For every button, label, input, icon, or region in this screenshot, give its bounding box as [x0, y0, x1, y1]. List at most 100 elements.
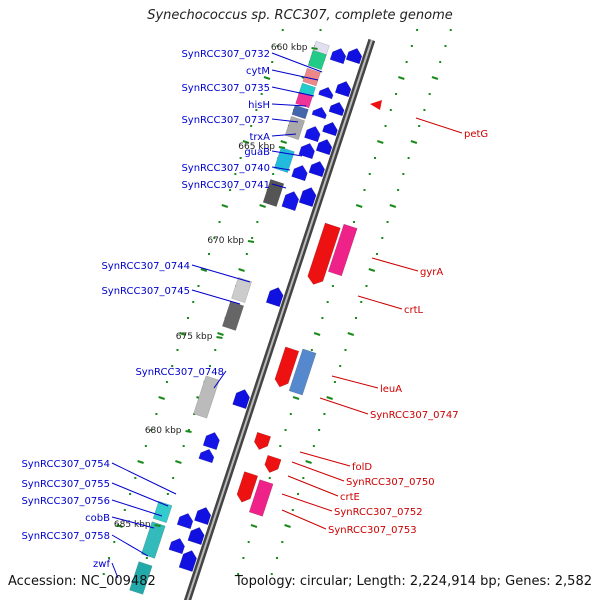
forward-cds-arrow[interactable] — [311, 106, 327, 120]
scale-label: 680 kbp — [145, 426, 182, 436]
reverse-gene-label[interactable]: SynRCC307_0750 — [346, 477, 435, 488]
scale-label: 665 kbp — [238, 142, 275, 152]
gene-segment[interactable] — [291, 104, 309, 120]
forward-gene-label[interactable]: cytM — [246, 66, 270, 77]
forward-cds-arrow[interactable] — [308, 161, 325, 178]
tick-mark — [368, 268, 376, 272]
tick-mark — [389, 204, 397, 208]
forward-gene-label[interactable]: SynRCC307_0737 — [181, 115, 270, 126]
forward-cds-arrow[interactable] — [176, 513, 194, 530]
tick-mark — [221, 204, 229, 208]
reverse-gene-label[interactable]: gyrA — [420, 267, 443, 278]
forward-label-leader — [111, 534, 149, 557]
forward-gene-label[interactable]: SynRCC307_0744 — [101, 261, 190, 272]
forward-cds-arrow[interactable] — [318, 86, 334, 100]
tick-mark — [179, 332, 187, 336]
reverse-gene-label[interactable]: leuA — [380, 384, 402, 395]
forward-gene-label[interactable]: SynRCC307_0732 — [181, 49, 270, 60]
reverse-gene-label[interactable]: folD — [352, 462, 372, 473]
gene-segment[interactable] — [152, 500, 173, 524]
reverse-cds-block[interactable] — [248, 479, 274, 517]
forward-gene-label[interactable]: SynRCC307_0748 — [135, 367, 224, 378]
reverse-label-leader — [357, 295, 403, 310]
reverse-cds-block[interactable] — [327, 223, 358, 277]
forward-label-leader — [271, 69, 319, 81]
reverse-cds-block[interactable] — [236, 471, 259, 503]
gene-segment[interactable] — [307, 49, 327, 71]
reverse-cds-block[interactable] — [307, 222, 341, 285]
forward-cds-arrow[interactable] — [298, 187, 317, 208]
forward-cds-arrow[interactable] — [329, 48, 347, 65]
forward-cds-arrow[interactable] — [232, 389, 250, 410]
forward-label-leader — [111, 462, 177, 495]
forward-gene-label[interactable]: SynRCC307_0754 — [21, 459, 110, 470]
tick-mark — [313, 332, 321, 336]
tick-mark — [200, 268, 208, 272]
reverse-gene-label[interactable]: petG — [464, 129, 488, 140]
reverse-cds-block[interactable] — [288, 348, 317, 396]
forward-cds-arrow[interactable] — [315, 139, 333, 156]
reverse-gene-label[interactable]: crtL — [404, 305, 424, 316]
forward-label-leader — [191, 289, 241, 305]
tick-mark — [292, 396, 300, 400]
reverse-gene-label[interactable]: crtE — [340, 492, 360, 503]
forward-cds-arrow[interactable] — [328, 101, 345, 117]
gene-segment[interactable] — [231, 277, 252, 303]
forward-gene-label[interactable]: SynRCC307_0735 — [181, 83, 270, 94]
gene-segment[interactable] — [129, 561, 153, 595]
accession-text: Accession: NC_009482 — [8, 574, 156, 589]
forward-label-leader — [271, 166, 291, 171]
forward-cds-arrow[interactable] — [265, 287, 284, 308]
reverse-label-leader — [319, 397, 369, 415]
feature-marker — [370, 100, 382, 110]
forward-cds-arrow[interactable] — [281, 191, 300, 212]
reverse-gene-label[interactable]: SynRCC307_0753 — [328, 525, 417, 536]
forward-cds-arrow[interactable] — [198, 448, 215, 464]
forward-label-leader — [271, 118, 299, 123]
forward-cds-arrow[interactable] — [178, 550, 197, 573]
reverse-gene-label[interactable]: SynRCC307_0747 — [370, 410, 459, 421]
tick-mark — [410, 140, 418, 144]
gene-segment[interactable] — [222, 301, 245, 331]
forward-label-leader — [111, 482, 169, 507]
tick-mark — [376, 140, 384, 144]
gene-segment[interactable] — [284, 115, 305, 141]
tick-mark — [217, 332, 224, 336]
forward-gene-label[interactable]: guaB — [244, 147, 270, 158]
forward-cds-arrow[interactable] — [322, 121, 338, 137]
forward-label-leader — [191, 264, 251, 283]
forward-gene-label[interactable]: SynRCC307_0741 — [181, 180, 270, 191]
gene-segment[interactable] — [193, 375, 220, 419]
reverse-cds-block[interactable] — [254, 431, 272, 450]
tick-mark — [175, 460, 182, 464]
forward-cds-arrow[interactable] — [304, 126, 321, 143]
forward-cds-arrow[interactable] — [187, 527, 205, 546]
tick-mark — [242, 140, 250, 144]
forward-gene-label[interactable]: trxA — [249, 132, 270, 143]
reverse-gene-label[interactable]: SynRCC307_0752 — [334, 507, 423, 518]
forward-gene-label[interactable]: cobB — [85, 513, 110, 524]
reverse-cds-block[interactable] — [264, 454, 282, 473]
forward-gene-label[interactable]: SynRCC307_0758 — [21, 531, 110, 542]
tick-mark — [280, 140, 287, 144]
forward-label-leader — [271, 133, 297, 137]
forward-cds-arrow[interactable] — [298, 143, 315, 160]
scale-tick — [216, 336, 223, 339]
forward-cds-arrow[interactable] — [334, 81, 352, 98]
forward-cds-arrow[interactable] — [291, 165, 308, 182]
forward-gene-label[interactable]: zwf — [93, 559, 110, 570]
forward-gene-label[interactable]: hisH — [248, 100, 270, 111]
gene-segment[interactable] — [141, 521, 166, 559]
forward-cds-arrow[interactable] — [168, 538, 185, 555]
reverse-cds-block[interactable] — [274, 346, 300, 388]
forward-gene-label[interactable]: SynRCC307_0745 — [101, 286, 190, 297]
forward-gene-label[interactable]: SynRCC307_0756 — [21, 496, 110, 507]
forward-cds-arrow[interactable] — [194, 507, 212, 526]
forward-cds-arrow[interactable] — [345, 48, 363, 65]
forward-gene-label[interactable]: SynRCC307_0755 — [21, 479, 110, 490]
backbone-layer — [183, 38, 376, 600]
forward-cds-arrow[interactable] — [202, 432, 220, 451]
tick-mark — [259, 204, 266, 208]
forward-gene-label[interactable]: SynRCC307_0740 — [181, 163, 270, 174]
